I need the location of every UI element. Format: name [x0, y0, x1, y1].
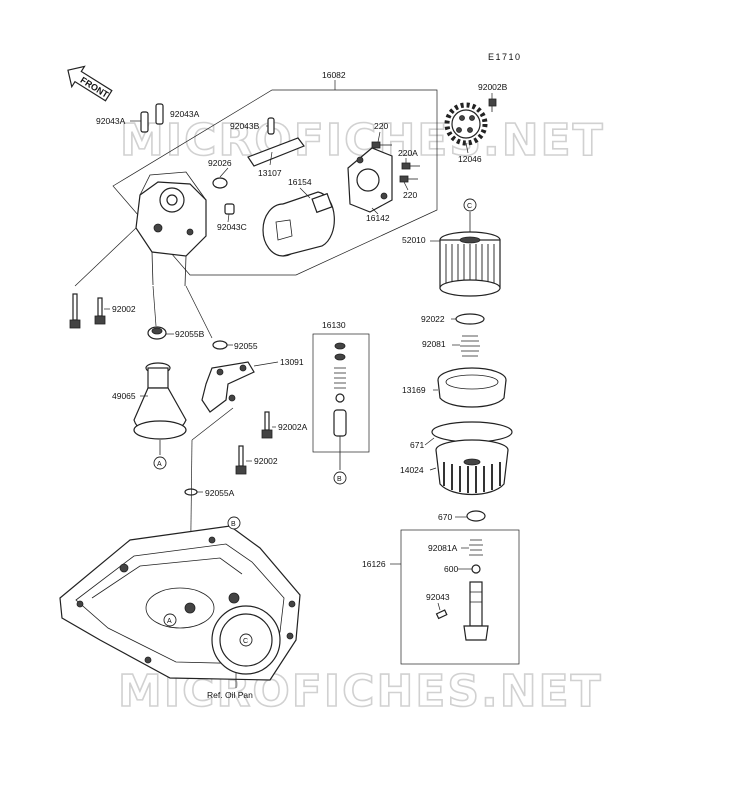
label-49065: 49065 [112, 391, 136, 401]
svg-text:B: B [231, 521, 236, 528]
front-arrow-icon: FRONT [67, 65, 113, 102]
label-670: 670 [438, 512, 452, 522]
label-92022: 92022 [421, 314, 445, 324]
marker-b-pan: B [227, 516, 241, 530]
pump-shaft-13107 [247, 137, 305, 167]
sprocket-12046 [444, 102, 488, 146]
relief-valve-box-16130 [312, 333, 370, 453]
filter-housing-14024 [435, 439, 509, 495]
marker-c-filter: C [463, 198, 477, 212]
label-52010: 52010 [402, 235, 426, 245]
label-220-bottom: 220 [403, 190, 417, 200]
label-13107: 13107 [258, 168, 282, 178]
label-92043: 92043 [426, 592, 450, 602]
label-92043b: 92043B [230, 121, 260, 131]
dowel-pin-92043a-right [155, 103, 164, 125]
bypass-valve-body [463, 581, 489, 641]
marker-a-pan: A [163, 613, 177, 627]
o-ring-671 [431, 421, 513, 443]
bypass-valve-box-16126 [400, 529, 520, 665]
ball-600 [471, 564, 481, 574]
pump-rotor-16154 [262, 191, 335, 257]
o-ring-670 [466, 510, 486, 522]
svg-text:A: A [167, 618, 172, 625]
label-92055b: 92055B [175, 329, 205, 339]
label-92002-left: 92002 [112, 304, 136, 314]
oil-pan [59, 525, 301, 681]
label-16082: 16082 [322, 70, 346, 80]
marker-b-valve: B [333, 471, 347, 485]
label-13169: 13169 [402, 385, 426, 395]
svg-text:C: C [467, 203, 472, 210]
washer-92026 [212, 177, 228, 189]
screw-220-top [371, 141, 392, 149]
label-12046: 12046 [458, 154, 482, 164]
oil-pump-frame [112, 89, 438, 276]
label-671: 671 [410, 440, 424, 450]
label-13091: 13091 [280, 357, 304, 367]
label-92043a-left: 92043A [96, 116, 126, 126]
svg-text:A: A [157, 461, 162, 468]
pump-cover-16142 [347, 147, 393, 213]
pin-92043c [224, 203, 235, 215]
label-16154: 16154 [288, 177, 312, 187]
oil-pump-body [135, 171, 207, 287]
spring-92081a [469, 539, 483, 556]
label-92081a: 92081A [428, 543, 458, 553]
bolt-92002-center [235, 445, 247, 475]
label-92002-center: 92002 [254, 456, 278, 466]
label-92055: 92055 [234, 341, 258, 351]
label-220-top: 220 [374, 121, 388, 131]
label-92043c: 92043C [217, 222, 247, 232]
label-92002b: 92002B [478, 82, 508, 92]
ref-oil-pan-label: Ref. Oil Pan [207, 690, 253, 700]
label-220a: 220A [398, 148, 418, 158]
spring-92081 [460, 335, 480, 357]
filter-cover-13169 [437, 367, 507, 408]
label-92055a: 92055A [205, 488, 235, 498]
label-16130: 16130 [322, 320, 346, 330]
bolt-92002a [261, 411, 273, 439]
label-14024: 14024 [400, 465, 424, 475]
oil-filter-52010 [439, 212, 501, 297]
label-92002a: 92002A [278, 422, 308, 432]
bolt-92002b [488, 98, 497, 112]
oil-pipe-13091 [201, 361, 255, 413]
label-92081: 92081 [422, 339, 446, 349]
bolt-92002-left-a [69, 293, 81, 329]
marker-a-strainer: A [153, 456, 167, 470]
marker-c-pan: C [239, 633, 253, 647]
diagram-code: E1710 [488, 52, 522, 62]
label-16126: 16126 [362, 559, 386, 569]
o-ring-92055 [212, 340, 228, 350]
pin-92043 [435, 609, 448, 620]
washer-92022 [455, 313, 485, 325]
label-92026: 92026 [208, 158, 232, 168]
label-600: 600 [444, 564, 458, 574]
leader-lines [74, 93, 493, 611]
dowel-pin-92043a-left [140, 111, 149, 133]
dowel-pin-92043b [267, 117, 275, 135]
relief-valve-parts [333, 342, 347, 470]
svg-text:C: C [243, 638, 248, 645]
label-16142: 16142 [366, 213, 390, 223]
seal-92055b [147, 326, 167, 340]
oil-strainer-49065 [133, 362, 187, 455]
label-92043a-right: 92043A [170, 109, 200, 119]
bolt-92002-left-b [94, 297, 106, 325]
screw-220-bottom [399, 175, 418, 183]
svg-text:B: B [337, 476, 342, 483]
